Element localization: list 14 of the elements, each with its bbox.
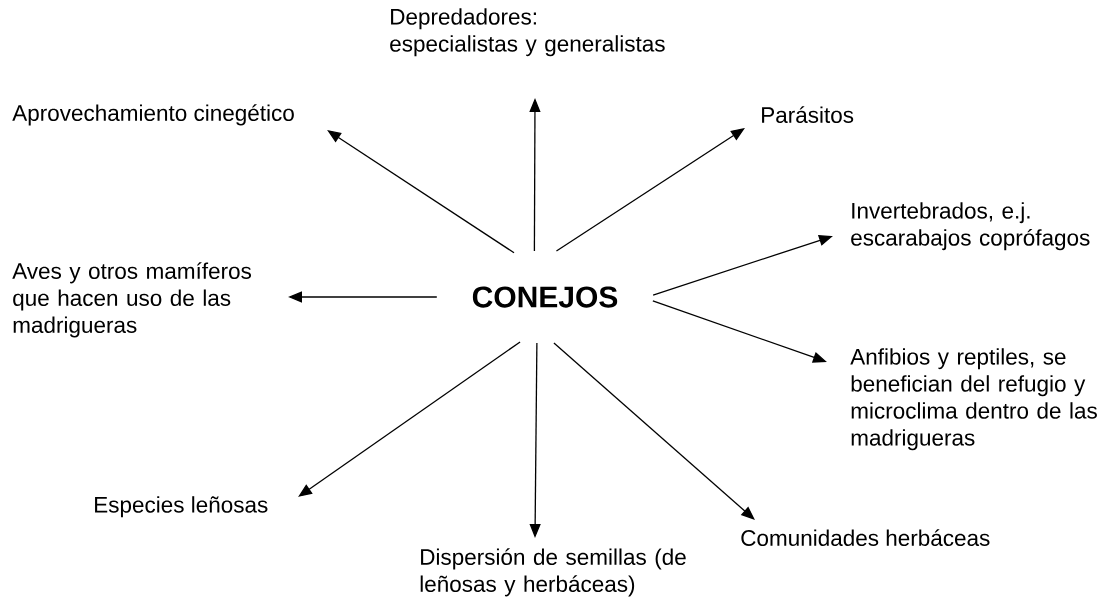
text-label: Especies leñosas [95,496,268,518]
topic-title: CONEJOS [472,286,618,308]
arrow [555,128,745,252]
text-label: Aves y otros mamíferos que hacen uso de las madrigueras [12,262,251,338]
arrow [327,130,515,254]
text-label: Aprovechamiento cinegético [12,104,294,126]
text-label: Invertebrados, e.j. escarabajos coprófagos [851,202,1090,251]
text-label: Parásitos [762,106,854,123]
text-label: Dispersión de semillas (de leñosas y herbáceas) [420,548,686,597]
arrow [298,341,521,497]
text-label: Depredadores: especialistas y generalistas [390,8,665,57]
text-label: Anfibios y reptiles, se benefician del refugio y microclima dentro de las madrigueras [850,348,1097,451]
text-label: Comunidades herbáceas [741,529,990,546]
arrow [553,342,755,520]
